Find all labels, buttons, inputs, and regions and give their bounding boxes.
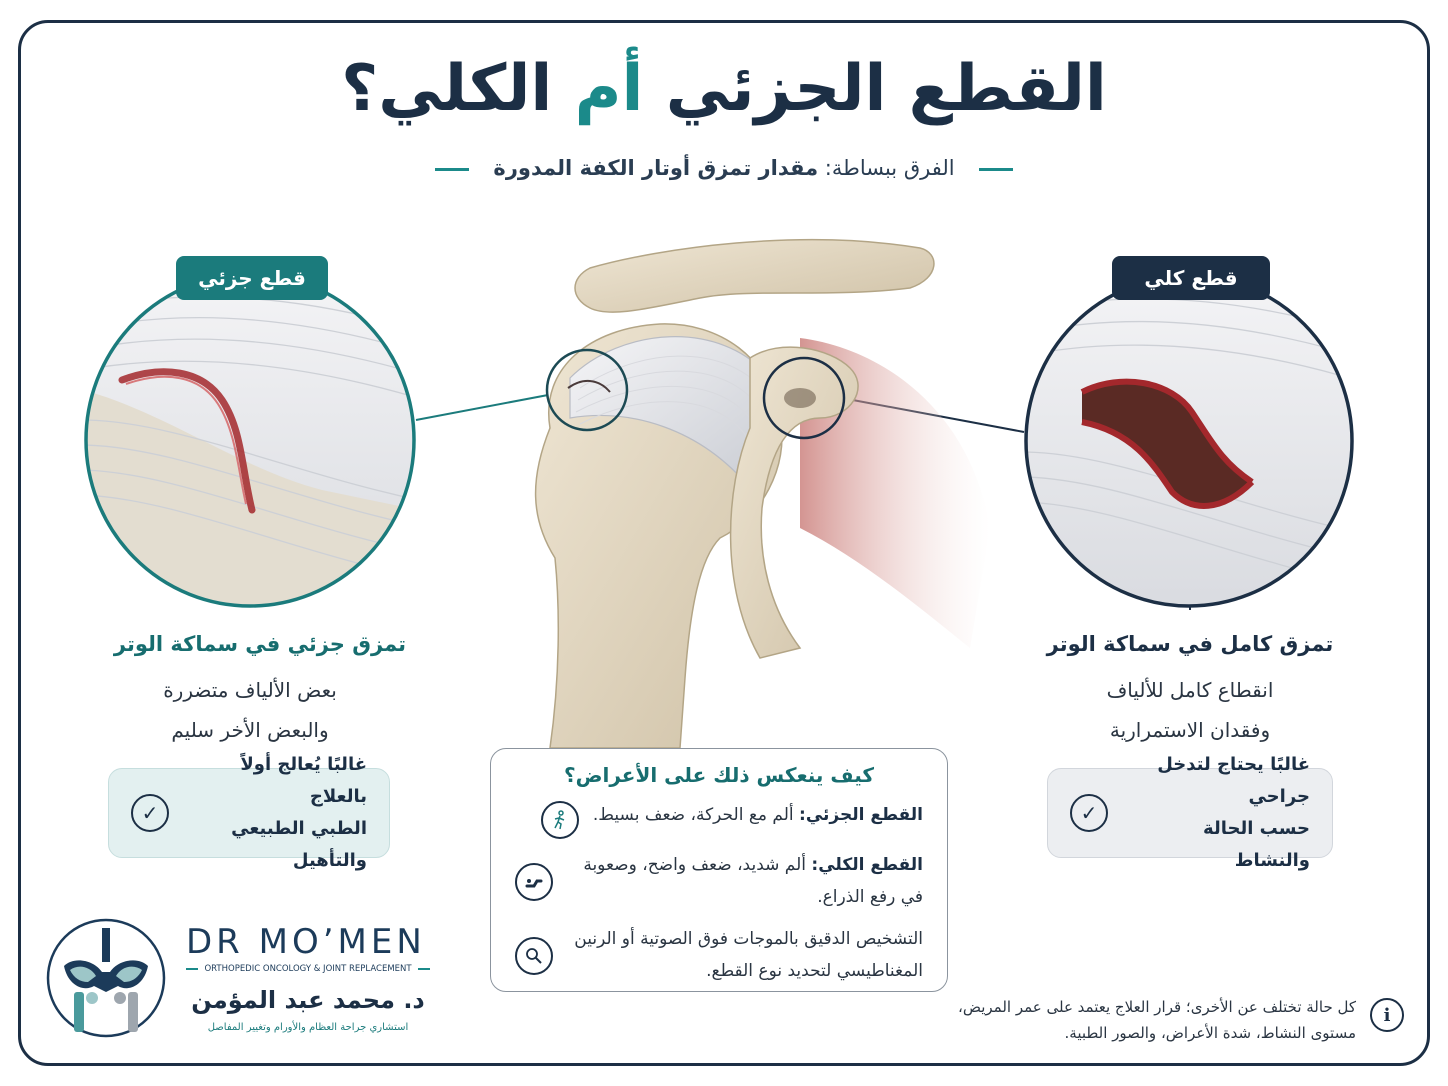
symptom-desc-diagnosis: التشخيص الدقيق بالموجات فوق الصوتية أو ا… xyxy=(574,929,923,981)
check-icon: ✓ xyxy=(1070,794,1108,832)
partial-tear-line xyxy=(567,380,611,393)
title-accent-or: أم xyxy=(574,52,644,126)
symptom-row-full: القطع الكلي: ألم شديد، ضعف واضح، وصعوبة … xyxy=(515,849,923,913)
title-part-full: الكلي؟ xyxy=(341,52,553,126)
subtitle-bold: مقدار تمزق أوتار الكفة المدورة xyxy=(493,156,819,180)
symptom-label-partial: القطع الجزئي: xyxy=(799,805,923,825)
scapula-glenoid xyxy=(729,346,859,659)
full-tear-zoom xyxy=(1022,272,1356,610)
full-treatment-text: غالبًا يحتاج لتدخل جراحي حسب الحالة والن… xyxy=(1126,749,1310,877)
subtitle-dash-left xyxy=(434,167,469,171)
full-treatment-note: غالبًا يحتاج لتدخل جراحي حسب الحالة والن… xyxy=(1047,754,1333,871)
full-description-line1: انقطاع كامل للألياف xyxy=(1106,678,1274,702)
title-part-partial: القطع الجزئي xyxy=(665,52,1107,126)
shoulder-anatomy-illustration xyxy=(534,239,990,748)
symptom-text-partial: القطع الجزئي: ألم مع الحركة، ضعف بسيط. xyxy=(593,799,923,831)
brand-tagline-row: ORTHOPEDIC ONCOLOGY & JOINT REPLACEMENT xyxy=(186,964,431,974)
symptoms-box: كيف ينعكس ذلك على الأعراض؟ القطع الجزئي:… xyxy=(490,748,948,992)
symptom-text-full: القطع الكلي: ألم شديد، ضعف واضح، وصعوبة … xyxy=(567,849,923,913)
symptom-row-diagnosis: التشخيص الدقيق بالموجات فوق الصوتية أو ا… xyxy=(515,923,923,987)
partial-tear-zoom xyxy=(82,270,418,610)
info-icon: i xyxy=(1370,998,1404,1032)
symptom-desc-partial: ألم مع الحركة، ضعف بسيط. xyxy=(592,805,794,825)
symptom-label-full: القطع الكلي: xyxy=(811,855,923,875)
symptoms-heading: كيف ينعكس ذلك على الأعراض؟ xyxy=(564,763,874,787)
tagline-line-right xyxy=(417,968,431,970)
symptom-desc-full: ألم شديد، ضعف واضح، وصعوبة في رفع الذراع… xyxy=(583,855,923,907)
clinic-logo-icon xyxy=(46,918,166,1038)
symptom-row-partial: القطع الجزئي: ألم مع الحركة، ضعف بسيط. xyxy=(515,799,923,839)
disclaimer: i كل حالة تختلف عن الأخرى؛ قرار العلاج ي… xyxy=(920,994,1404,1046)
partial-description-line2: والبعض الأخر سليم xyxy=(171,718,329,742)
subtitle-dash-right xyxy=(979,167,1014,171)
acromion-bone xyxy=(574,239,935,313)
brand-tagline: ORTHOPEDIC ONCOLOGY & JOINT REPLACEMENT xyxy=(204,964,412,974)
symptom-text-diagnosis: التشخيص الدقيق بالموجات فوق الصوتية أو ا… xyxy=(567,923,923,987)
disclaimer-text: كل حالة تختلف عن الأخرى؛ قرار العلاج يعت… xyxy=(957,998,1356,1042)
partial-treatment-note: غالبًا يُعالج أولاً بالعلاج الطبي الطبيع… xyxy=(108,754,390,871)
brand-name-arabic: د. محمد عبد المؤمن xyxy=(191,986,425,1014)
connector-partial xyxy=(415,394,549,421)
full-treatment-line1: غالبًا يحتاج لتدخل جراحي xyxy=(1157,754,1310,807)
subtitle-lead: الفرق ببساطة: xyxy=(824,156,955,180)
magnifier-icon xyxy=(515,937,553,975)
full-description: انقطاع كامل للألياف وفقدان الاستمرارية xyxy=(1030,670,1350,750)
partial-tear-marker xyxy=(545,348,629,432)
tag-full-tear: قطع كلي xyxy=(1112,256,1270,300)
partial-treatment-line2: الطبي الطبيعي والتأهيل xyxy=(231,818,367,871)
partial-description-line1: بعض الألياف متضررة xyxy=(163,678,337,702)
full-treatment-line2: حسب الحالة والنشاط xyxy=(1203,818,1310,871)
tag-partial-tear: قطع جزئي xyxy=(176,256,328,300)
scapula-muscle xyxy=(800,338,990,648)
brand-role-arabic: استشاري جراحة العظام والأورام وتغيير الم… xyxy=(207,1022,409,1033)
page-title: القطع الجزئي أم الكلي؟ xyxy=(0,52,1448,126)
full-description-line2: وفقدان الاستمرارية xyxy=(1109,718,1271,742)
partial-treatment-line1: غالبًا يُعالج أولاً بالعلاج xyxy=(240,754,367,807)
check-icon: ✓ xyxy=(131,794,169,832)
full-tear-gap xyxy=(784,388,816,408)
partial-description: بعض الألياف متضررة والبعض الأخر سليم xyxy=(90,670,410,750)
partial-treatment-text: غالبًا يُعالج أولاً بالعلاج الطبي الطبيع… xyxy=(187,749,367,877)
brand-name: DR MO’MEN xyxy=(186,922,426,962)
tagline-line-left xyxy=(186,968,199,970)
full-tear-marker xyxy=(762,356,846,440)
walking-person-icon xyxy=(540,801,579,839)
full-heading: تمزق كامل في سماكة الوتر xyxy=(1046,632,1334,656)
tendon-fibers xyxy=(575,355,763,443)
subtitle: الفرق ببساطة: مقدار تمزق أوتار الكفة الم… xyxy=(0,156,1448,180)
arm-lift-icon xyxy=(515,863,553,901)
partial-heading: تمزق جزئي في سماكة الوتر xyxy=(113,632,407,656)
